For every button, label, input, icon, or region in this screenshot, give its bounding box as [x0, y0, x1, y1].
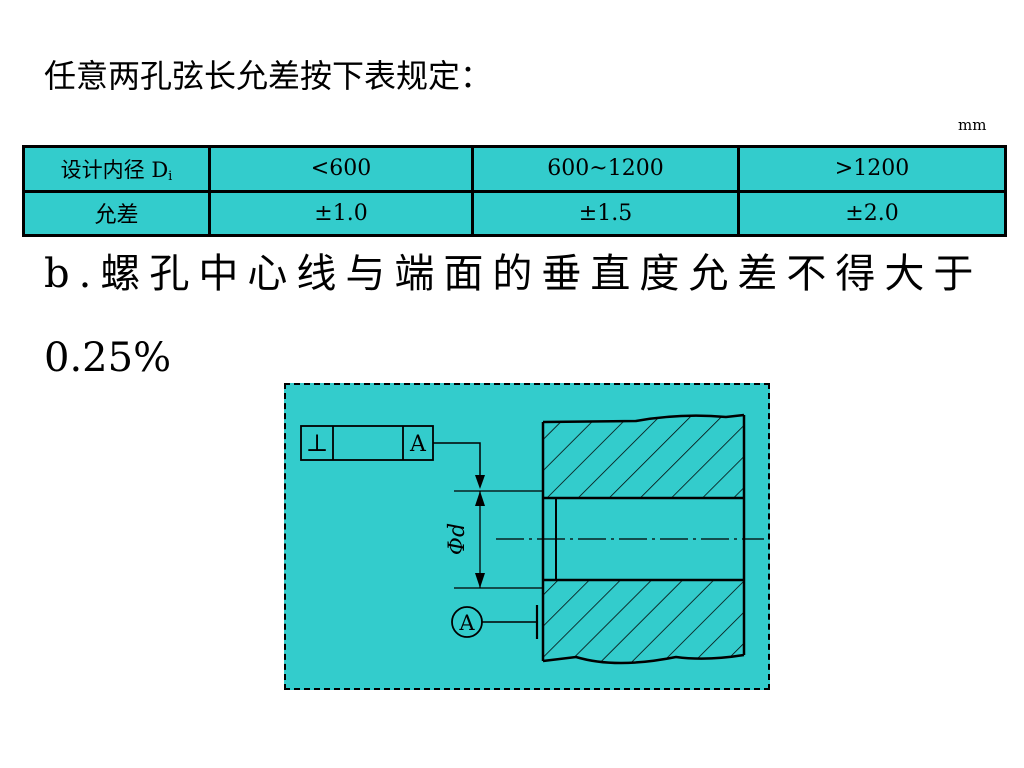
table-cell: <600 [208, 145, 474, 193]
upper-section-hatch [542, 413, 745, 498]
table-cell: ±2.0 [737, 189, 1007, 237]
paragraph-b-line1: b.螺孔中心线与端面的垂直度允差不得大于 [44, 251, 983, 297]
diameter-label: Φd [445, 523, 470, 555]
datum-circle-letter: A [458, 611, 475, 635]
lower-section-hatch [542, 580, 745, 665]
heading: 任意两孔弦长允差按下表规定： [44, 57, 493, 95]
feature-control-frame: ⊥ A [300, 425, 434, 461]
table-row: 允差 ±1.0 ±1.5 ±2.0 [22, 189, 1007, 237]
part-outline [541, 415, 746, 661]
table-cell: ±1.5 [471, 189, 740, 237]
datum-reference-letter: A [409, 432, 427, 457]
perpendicularity-icon: ⊥ [306, 429, 329, 457]
paragraph-b-line2: 0.25% [44, 335, 172, 381]
table-cell: >1200 [737, 145, 1007, 193]
frame-leader [433, 442, 481, 481]
table-header-cell: 设计内径 Di [22, 145, 211, 193]
unit-label: mm [958, 116, 987, 134]
engineering-drawing: ⊥ A Φd A [284, 383, 770, 690]
header-label: 设计内径 D [60, 157, 169, 182]
header-subscript: i [168, 168, 173, 184]
datum-feature-symbol: A [451, 605, 539, 639]
drawing-svg: ⊥ A Φd A [300, 413, 764, 665]
table-cell: ±1.0 [208, 189, 474, 237]
leader-arrow-icon [475, 475, 485, 489]
tolerance-table: 设计内径 Di <600 600~1200 >1200 允差 ±1.0 ±1.5… [22, 145, 1007, 237]
table-cell: 600~1200 [471, 145, 740, 193]
table-row: 设计内径 Di <600 600~1200 >1200 [22, 145, 1007, 193]
diameter-dimension [454, 490, 543, 589]
table-header-cell: 允差 [22, 189, 211, 237]
